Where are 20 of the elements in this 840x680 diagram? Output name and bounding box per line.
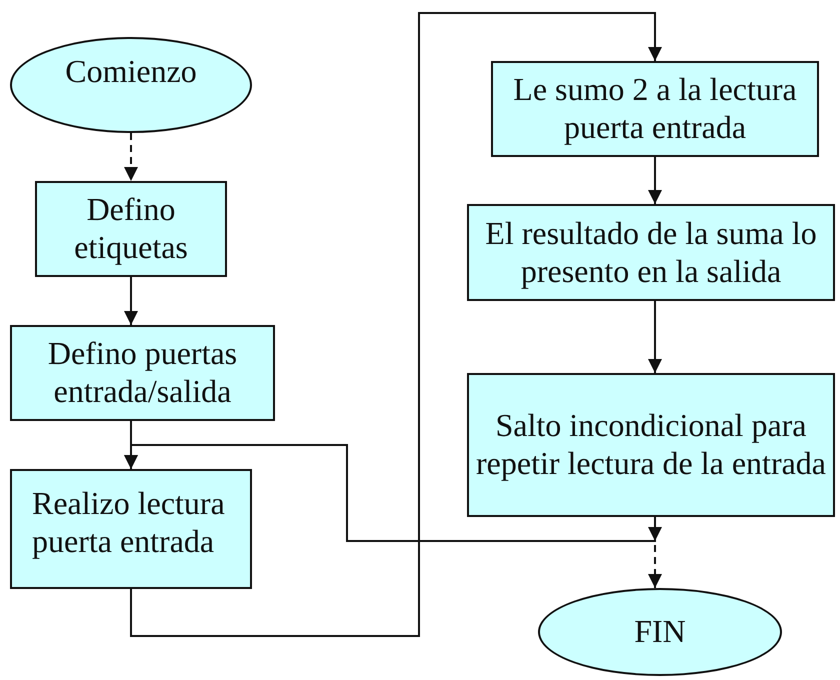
step-text: Defino etiquetas [73, 191, 189, 267]
process-box [35, 181, 227, 277]
arrow [124, 133, 138, 181]
arrow [124, 277, 138, 325]
step-text: Salto incondicional para repetir lectura de la entrada [475, 407, 827, 483]
process-box [467, 373, 835, 517]
process-box [467, 204, 835, 301]
step-text: Realizo lectura puerta entrada [32, 485, 226, 560]
step-text: FIN [634, 613, 686, 651]
arrow [648, 301, 662, 373]
step-text: El resultado de la suma lo presento en la salida [484, 214, 818, 290]
arrow [130, 12, 662, 637]
process-box [10, 325, 275, 421]
step-text: Le sumo 2 a la lectura puerta entrada [512, 71, 798, 147]
process-box [491, 61, 819, 157]
arrow [124, 444, 656, 542]
process-box [10, 469, 252, 589]
arrow [648, 157, 662, 204]
step-text: Defino puertas entrada/salida [46, 335, 238, 411]
step-text: Comienzo [65, 53, 197, 91]
